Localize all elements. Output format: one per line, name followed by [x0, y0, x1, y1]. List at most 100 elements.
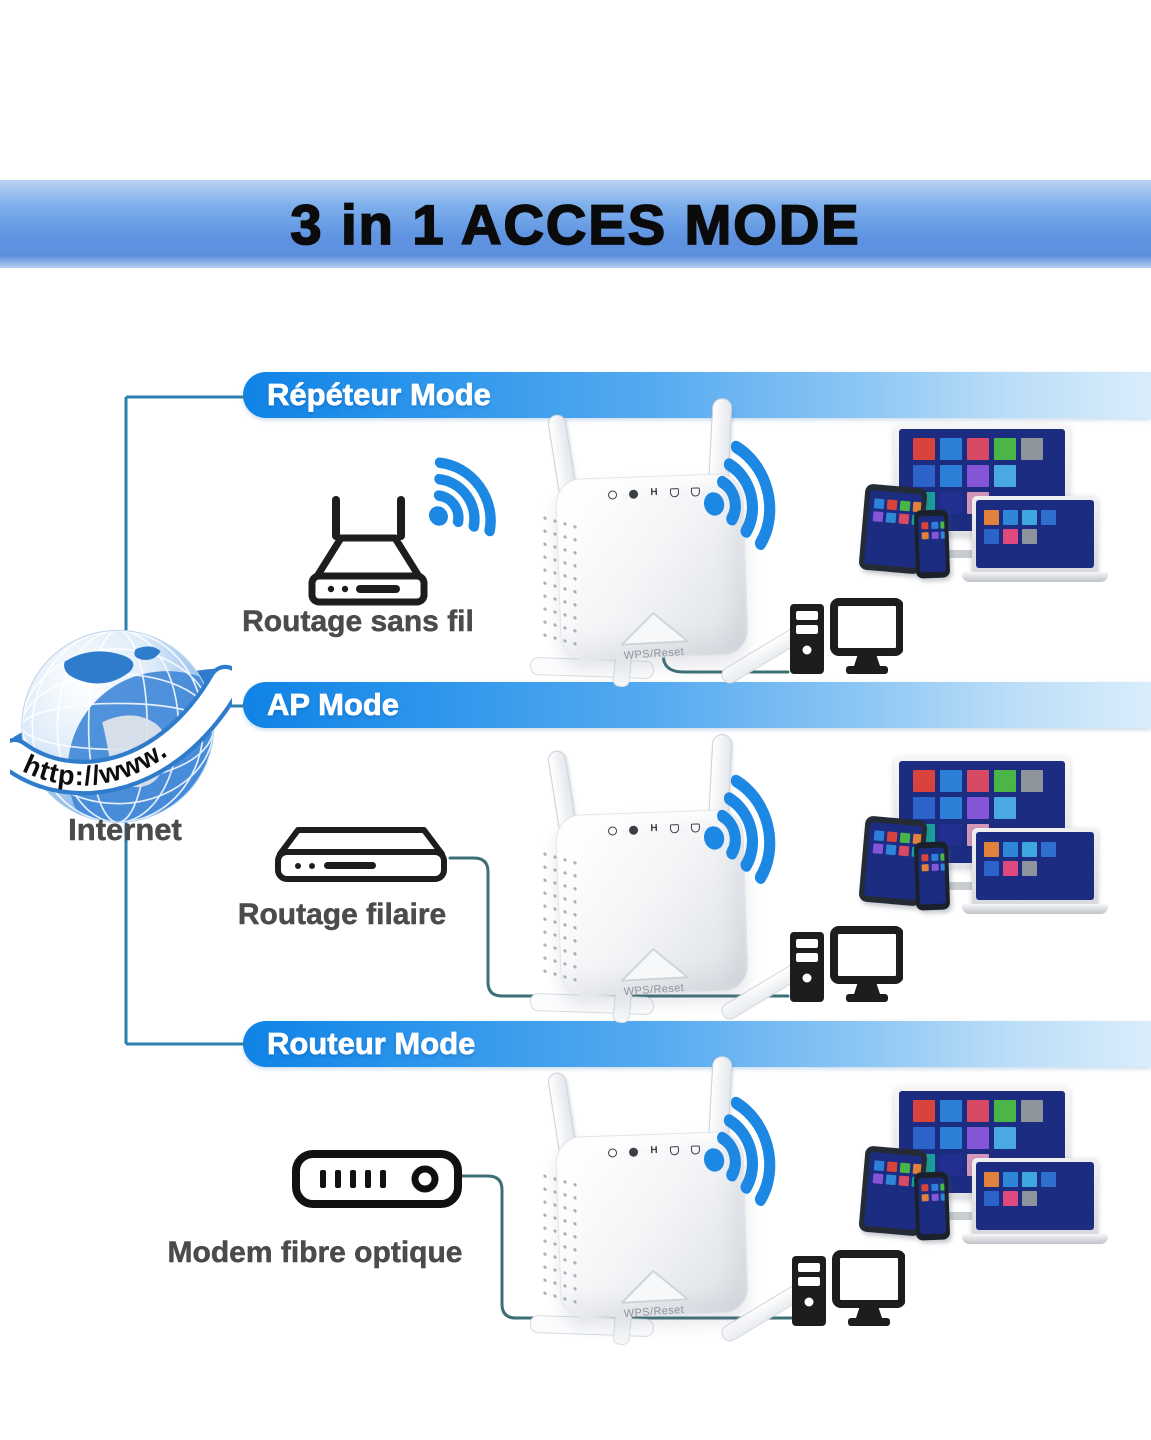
tablet-screen [863, 1151, 923, 1231]
app-tile [984, 510, 999, 525]
laptop-screen-frame [972, 828, 1098, 904]
app-tile [930, 521, 938, 530]
laptop-screen [976, 1162, 1094, 1230]
app-tile [913, 438, 935, 460]
app-tile [940, 1100, 962, 1122]
app-tile [921, 1184, 929, 1192]
app-tile [921, 522, 929, 530]
client-devices-icon [858, 420, 1133, 588]
app-tile [967, 438, 989, 460]
app-tile [940, 1192, 946, 1201]
app-tile [1021, 770, 1043, 792]
router-wired-svg [275, 827, 447, 882]
phone-screen [918, 1177, 946, 1235]
app-tile [872, 511, 884, 523]
client-devices-icon [858, 1082, 1133, 1250]
app-tile [984, 1191, 999, 1206]
repeater-led [608, 825, 618, 836]
app-tile [940, 1127, 962, 1149]
laptop-icon [962, 828, 1108, 916]
banner-repeater-mode: Répéteur Mode [243, 372, 1151, 418]
repeater-vents [540, 510, 580, 648]
app-tile [1003, 1172, 1018, 1187]
app-tile [913, 1100, 935, 1122]
wifi-arcs [428, 457, 496, 537]
laptop-screen [976, 832, 1094, 900]
app-tile [994, 770, 1016, 792]
app-tile [873, 1160, 885, 1172]
app-tile [1003, 842, 1018, 857]
laptop-screen-frame [972, 496, 1098, 572]
app-tile [984, 529, 999, 544]
laptop-base [962, 904, 1108, 914]
app-tile [940, 824, 962, 846]
app-tile [940, 521, 946, 529]
phone-icon [913, 509, 951, 579]
fiber-modem-icon [292, 1150, 462, 1208]
laptop-icon [962, 496, 1108, 584]
app-tile [940, 465, 962, 487]
app-tile [1021, 438, 1043, 460]
app-tile [1021, 1100, 1043, 1122]
app-tile [994, 1127, 1016, 1149]
repeater-vents [540, 1168, 580, 1306]
source-label-1: Routage sans fil [242, 605, 474, 639]
banner-ap-label: AP Mode [267, 687, 400, 723]
repeater-vents [540, 846, 580, 984]
title-banner: 3 in 1 ACCES MODE [0, 180, 1151, 268]
app-tile [1022, 1172, 1037, 1187]
repeater-led [669, 1145, 679, 1155]
wps-triangle [620, 612, 689, 646]
app-tile [1041, 842, 1056, 857]
app-tile [885, 844, 897, 856]
cable-modem-to-pc-3 [460, 1174, 794, 1320]
app-tile [994, 1100, 1016, 1122]
app-tile [886, 831, 898, 843]
laptop-screen-frame [972, 1158, 1098, 1234]
app-tile [940, 530, 946, 539]
app-tile [931, 1193, 939, 1201]
wps-reset-button [617, 944, 691, 984]
app-tile [1022, 842, 1037, 857]
phone-icon [913, 1171, 951, 1241]
app-tile [872, 1173, 884, 1185]
internet-label: Internet [68, 812, 182, 848]
router-wireless-svg [308, 496, 428, 606]
app-tile [994, 438, 1016, 460]
banner-router-mode: Routeur Mode [243, 1021, 1151, 1067]
banner-repeater-label: Répéteur Mode [267, 377, 492, 413]
desktop-pc-icon [788, 598, 904, 676]
desktop-pc-icon [788, 926, 904, 1004]
app-tile [1022, 529, 1037, 544]
app-tile [913, 465, 935, 487]
app-tile [913, 1127, 935, 1149]
app-tile [913, 770, 935, 792]
wifi-signal-icon [687, 1082, 813, 1221]
laptop-base [962, 1234, 1108, 1244]
app-tile [899, 500, 911, 512]
phone-screen [918, 515, 946, 573]
repeater-led [608, 489, 618, 500]
app-tile [913, 797, 935, 819]
app-tile [967, 797, 989, 819]
app-tile [1022, 1191, 1037, 1206]
app-tile [940, 862, 946, 871]
app-tile [886, 1161, 898, 1173]
repeater-led [669, 823, 679, 833]
wifi-arcs [703, 1096, 776, 1207]
app-tile [899, 1162, 911, 1174]
app-tile [940, 438, 962, 460]
app-tile [1041, 510, 1056, 525]
app-tile [930, 1183, 938, 1192]
app-tile [967, 1100, 989, 1122]
app-tile [1022, 861, 1037, 876]
wifi-signal-icon [687, 760, 813, 899]
repeater-led [629, 825, 639, 835]
app-tile [873, 830, 885, 842]
wireless-router-icon [298, 492, 438, 612]
app-tile [898, 1175, 910, 1187]
repeater-led [629, 489, 639, 499]
globe-svg: http://www. [0, 629, 244, 823]
app-tile [921, 854, 929, 862]
